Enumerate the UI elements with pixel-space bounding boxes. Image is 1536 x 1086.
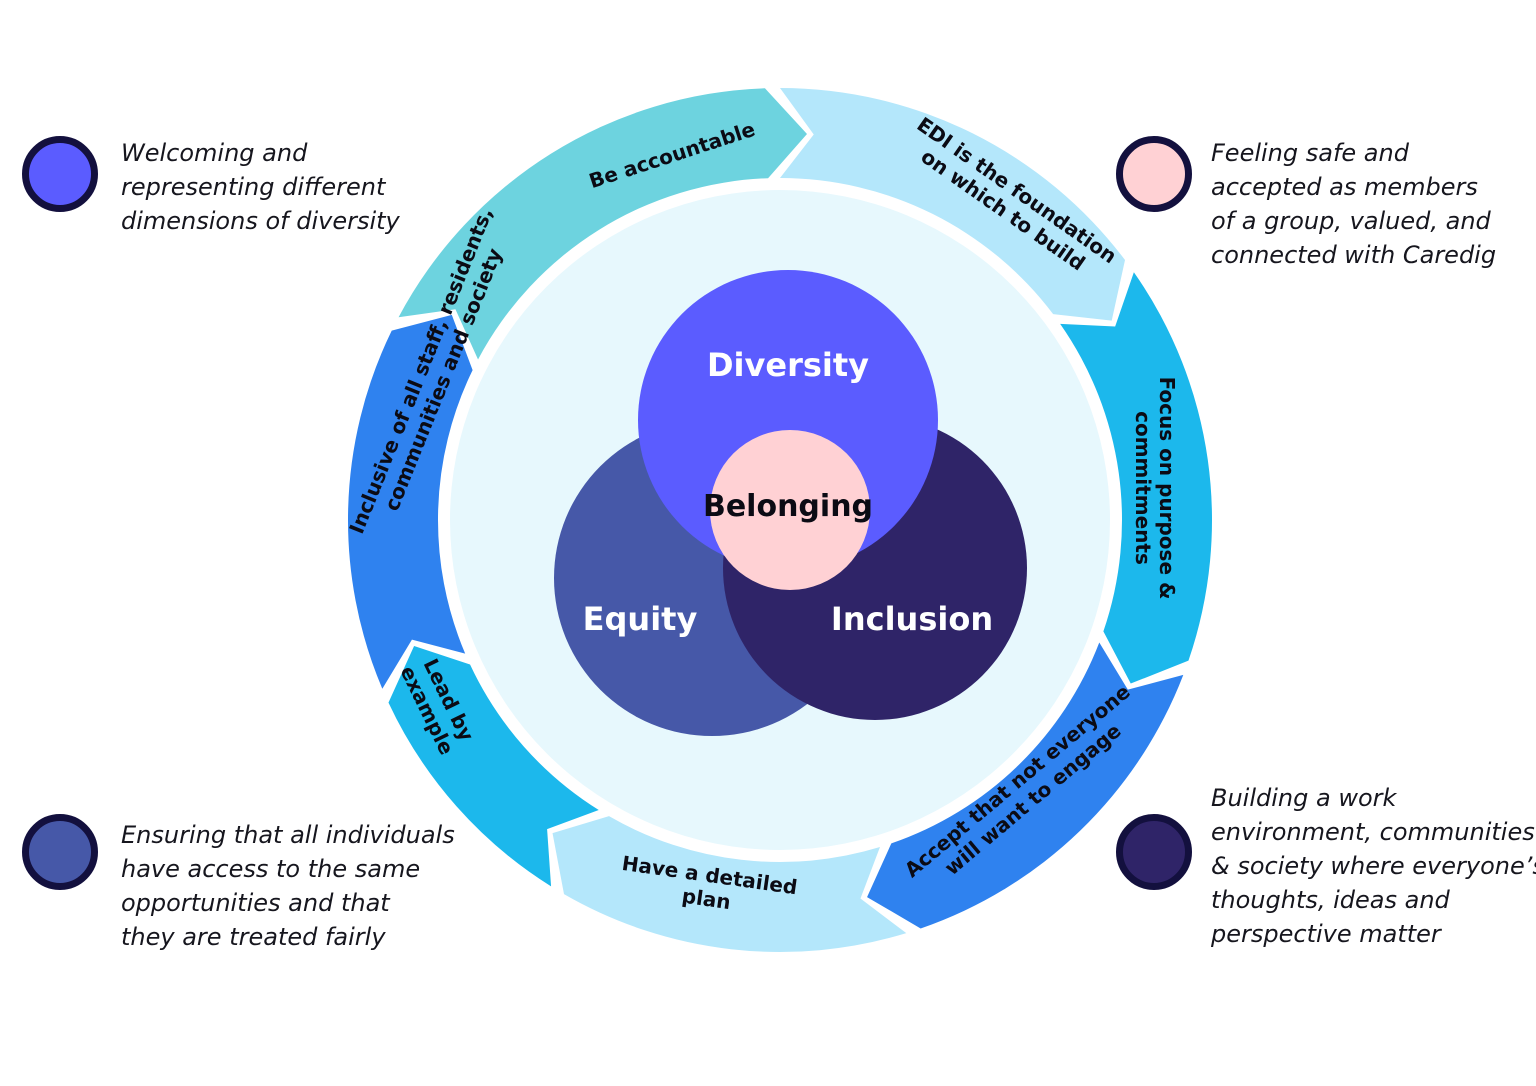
belonging-label: Belonging bbox=[703, 489, 873, 524]
diversity-legend-dot bbox=[22, 136, 98, 212]
belonging-description: Feeling safe and accepted as members of … bbox=[1211, 139, 1497, 269]
diversity-label: Diversity bbox=[707, 346, 869, 384]
diversity-description: Welcoming and representing different dim… bbox=[121, 139, 400, 235]
inclusion-description: Building a work environment, communities… bbox=[1211, 784, 1536, 948]
equity-label: Equity bbox=[583, 600, 698, 638]
cycle-segment-purpose bbox=[1060, 272, 1212, 684]
cycle-segment-inclusive bbox=[348, 314, 473, 689]
cycle-segment-accept bbox=[867, 642, 1184, 929]
cycle-segment-plan bbox=[552, 816, 907, 952]
belonging-circle bbox=[710, 430, 870, 590]
cycle-segment-lead bbox=[388, 645, 599, 887]
venn-diagram: Diversity Equity Inclusion Belonging bbox=[554, 270, 1027, 736]
cycle-segment-accountable bbox=[398, 88, 807, 360]
equity-legend-dot bbox=[22, 814, 98, 890]
cycle-segment-foundation bbox=[780, 88, 1126, 321]
equity-description: Ensuring that all individuals have acces… bbox=[121, 821, 455, 951]
cycle-label-purpose: Focus on purpose &commitments bbox=[1131, 377, 1179, 600]
inclusion-label: Inclusion bbox=[831, 600, 993, 638]
belonging-legend-dot bbox=[1116, 136, 1192, 212]
inclusion-legend-dot bbox=[1116, 814, 1192, 890]
